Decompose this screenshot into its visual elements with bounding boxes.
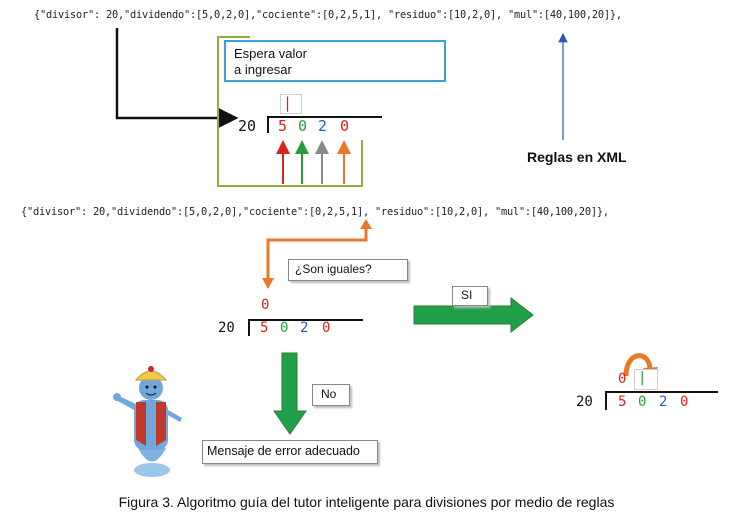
digit-right-4: 0 xyxy=(680,394,689,410)
curved-arrow xyxy=(623,353,653,377)
genie-illustration xyxy=(113,366,182,477)
olive-bracket xyxy=(217,36,363,187)
digit-top-4: 0 xyxy=(340,117,350,135)
divisor-link-arrow xyxy=(115,28,239,128)
digit-mid-3: 2 xyxy=(300,320,309,336)
error-message-box: Mensaje de error adecuado xyxy=(202,440,378,464)
digit-top-2: 0 xyxy=(298,117,308,135)
divisor-top: 20 xyxy=(238,117,257,135)
input-cursor: | xyxy=(283,94,293,112)
digit-mid-4: 0 xyxy=(322,320,331,336)
no-arrow xyxy=(273,352,307,435)
divisor-right: 20 xyxy=(576,394,593,410)
input-cursor-right: | xyxy=(638,370,647,386)
input-slot-top[interactable]: | xyxy=(280,94,302,114)
espera-line-1: Espera valor xyxy=(234,46,307,61)
divisor-mid: 20 xyxy=(218,320,235,336)
digit-top-1: 5 xyxy=(278,117,288,135)
figure-caption: Figura 3. Algoritmo guía del tutor intel… xyxy=(118,494,615,510)
espera-line-2: a ingresar xyxy=(234,62,292,77)
division-top-bracket xyxy=(267,116,382,133)
code-line-top: {"divisor": 20,"dividendo":[5,0,2,0],"co… xyxy=(34,9,622,21)
quotient-mid: 0 xyxy=(261,297,270,313)
division-right-bracket xyxy=(605,391,718,410)
quotient-right: 0 xyxy=(618,371,627,387)
digit-right-1: 5 xyxy=(618,394,627,410)
cociente-link xyxy=(266,228,368,280)
espera-valor-box: Espera valor a ingresar xyxy=(224,40,446,82)
digit-top-3: 2 xyxy=(318,117,328,135)
si-arrow xyxy=(413,296,534,334)
input-slot-right[interactable]: | xyxy=(634,369,658,390)
reglas-label: Reglas en XML xyxy=(527,149,627,165)
division-mid-bracket xyxy=(248,319,363,336)
code-line-mid: {"divisor": 20,"dividendo":[5,0,2,0],"co… xyxy=(21,206,609,218)
si-box: SI xyxy=(452,286,488,306)
digit-mid-2: 0 xyxy=(280,320,289,336)
digit-mid-1: 5 xyxy=(260,320,269,336)
digit-right-3: 2 xyxy=(659,394,668,410)
son-iguales-box: ¿Son iguales? xyxy=(288,259,408,281)
no-box: No xyxy=(312,384,350,406)
digit-right-2: 0 xyxy=(638,394,647,410)
